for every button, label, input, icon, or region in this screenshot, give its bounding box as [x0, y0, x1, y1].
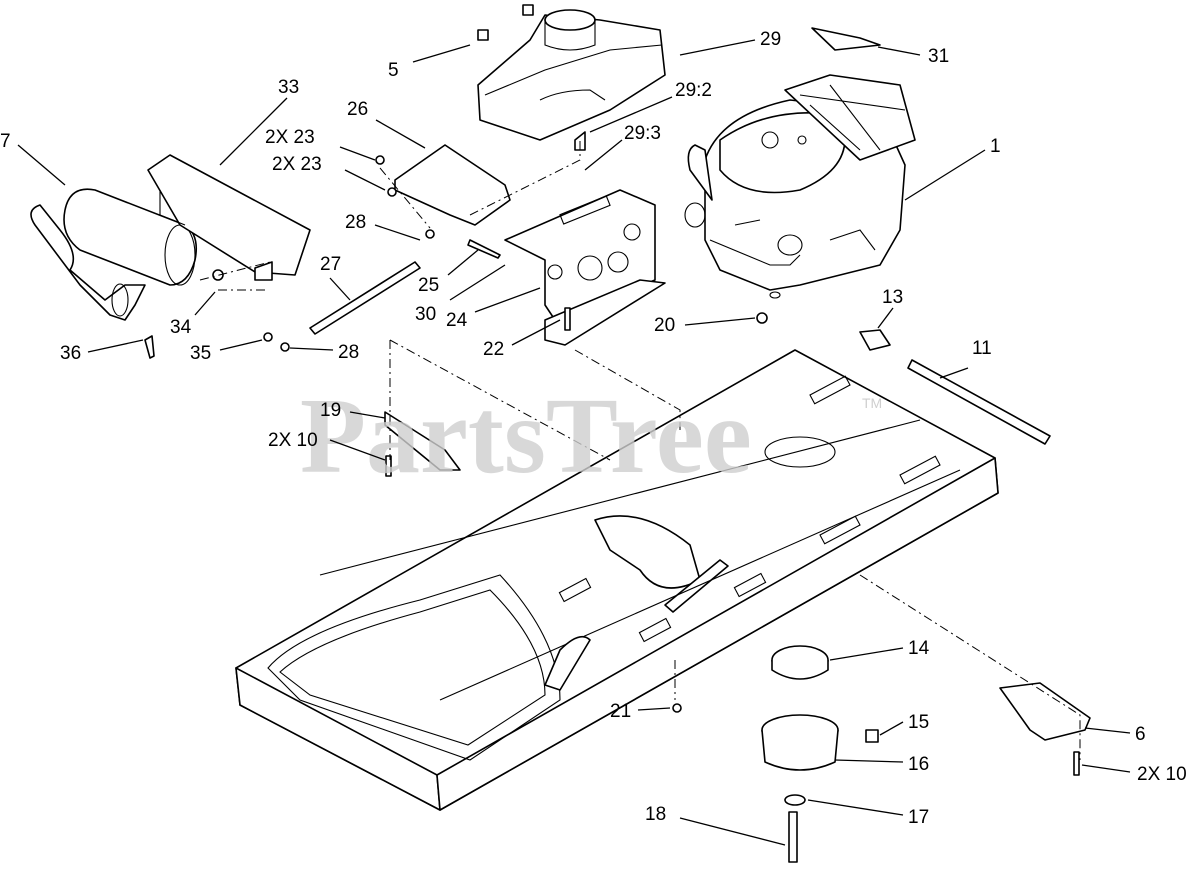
- callout-34: 34: [170, 317, 192, 338]
- mount-panel: [394, 144, 511, 226]
- callout-27: 27: [320, 254, 341, 275]
- callout-31: 31: [928, 46, 949, 67]
- engine: [684, 74, 916, 299]
- watermark: PartsTree TM: [300, 377, 882, 496]
- callout-14: 14: [908, 638, 930, 659]
- callout-24: 24: [446, 310, 468, 331]
- callout-2x23-upper: 2X 23: [265, 127, 315, 148]
- callout-28-upper: 28: [345, 212, 366, 233]
- callout-28-lower: 28: [338, 342, 359, 363]
- callout-5: 5: [388, 60, 399, 81]
- callout-11: 11: [972, 338, 992, 359]
- callout-13: 13: [882, 287, 903, 308]
- callout-15: 15: [908, 712, 929, 733]
- callout-16: 16: [908, 754, 929, 775]
- frame: [235, 349, 999, 811]
- callout-17: 17: [908, 807, 929, 828]
- callout-29-3: 29:3: [624, 123, 661, 144]
- callout-26: 26: [347, 99, 368, 120]
- callout-30: 30: [415, 304, 436, 325]
- callout-22: 22: [483, 339, 504, 360]
- callout-20: 20: [654, 315, 675, 336]
- heat-shield: [147, 154, 311, 281]
- callout-25: 25: [418, 275, 439, 296]
- small-parts: [144, 27, 1091, 863]
- callout-29: 29: [760, 29, 781, 50]
- fuel-tank: [477, 4, 666, 141]
- callout-6: 6: [1135, 724, 1146, 745]
- callout-18: 18: [645, 804, 666, 825]
- callout-2x23-lower: 2X 23: [272, 154, 322, 175]
- callout-labels: 1 5 6 7 11 13 14 15 16 17 18 19 2X 10 2X…: [0, 29, 1187, 828]
- callout-21: 21: [610, 701, 631, 722]
- callout-36: 36: [60, 343, 81, 364]
- callout-33: 33: [278, 77, 299, 98]
- callout-19: 19: [320, 400, 341, 421]
- callout-2x10-right: 2X 10: [1137, 764, 1187, 785]
- callout-35: 35: [190, 343, 211, 364]
- callout-7: 7: [0, 131, 11, 152]
- watermark-trademark: TM: [862, 395, 882, 411]
- leader-lines: [17, 39, 1131, 846]
- assembly-lines: [199, 140, 1081, 760]
- mount-bracket: [504, 189, 666, 346]
- callout-1: 1: [990, 136, 1001, 157]
- callout-29-2: 29:2: [675, 80, 712, 101]
- watermark-text: PartsTree: [300, 377, 752, 496]
- callout-2x10-left: 2X 10: [268, 430, 318, 451]
- muffler: [30, 188, 198, 321]
